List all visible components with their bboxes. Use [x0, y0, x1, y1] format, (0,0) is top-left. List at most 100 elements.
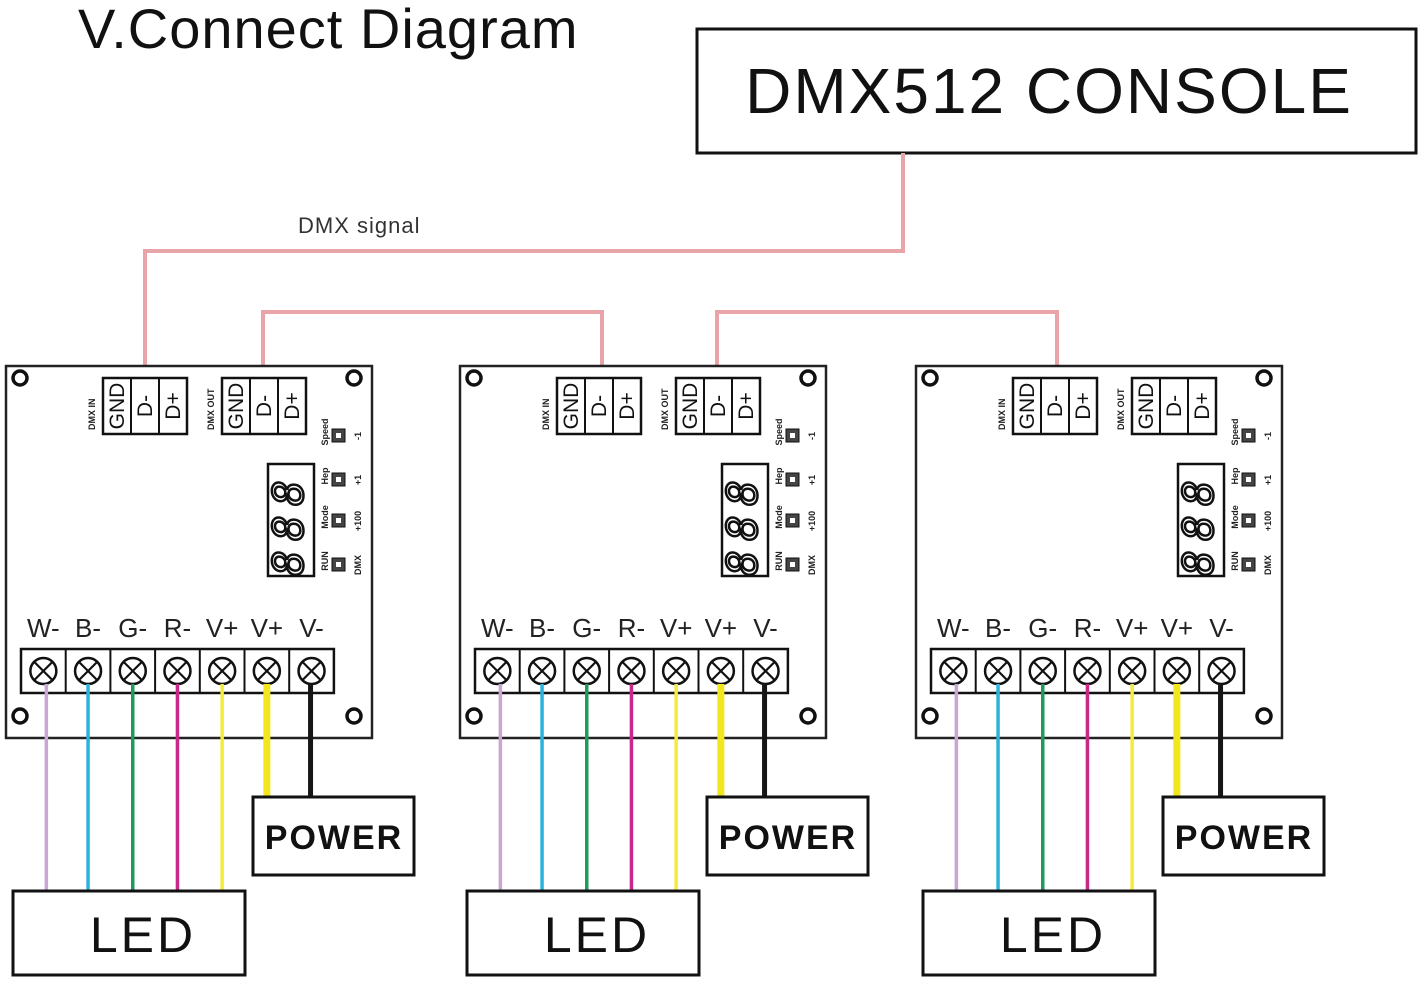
screw-cross	[487, 661, 508, 681]
button-speed[interactable]: Speed-1	[320, 418, 363, 445]
button-speed[interactable]: Speed-1	[1230, 418, 1273, 445]
button-center	[790, 562, 795, 567]
dmx-out-block	[220, 376, 308, 436]
pin-label-dplus: D+	[281, 392, 304, 419]
pin-label-dplus: D+	[1191, 392, 1214, 419]
display-digit: 8	[1174, 480, 1223, 505]
button-name-label: Mode	[774, 505, 784, 529]
terminal-label: V-	[1209, 613, 1234, 643]
button-function-label: +1	[353, 475, 363, 485]
power-box	[251, 795, 416, 877]
mounting-hole-icon	[465, 707, 483, 725]
dmx-in-block	[101, 376, 189, 436]
terminal-screw-icon	[207, 656, 237, 686]
screw-cross	[78, 661, 98, 681]
display-digit: 8	[264, 480, 313, 505]
screw-cross	[532, 661, 552, 681]
pin-label-dminus: D-	[134, 395, 157, 417]
button-hep[interactable]: Hep +1	[1230, 467, 1273, 487]
button-mode[interactable]: Mode+100	[1230, 505, 1273, 531]
seven-segment-display: 8 8 8	[1173, 462, 1226, 578]
terminal-label: V-	[299, 613, 324, 643]
display-digit: 8	[718, 550, 767, 575]
terminal-label: V-	[753, 613, 778, 643]
diagram-title: V.Connect Diagram	[78, 0, 579, 60]
power-supply: POWER	[705, 795, 870, 877]
button-center	[336, 562, 341, 567]
console-box	[695, 27, 1418, 155]
terminal-screw-icon	[706, 656, 736, 686]
button-center	[790, 518, 795, 523]
screw-cross	[122, 661, 143, 681]
terminal-screw-icon	[483, 656, 512, 686]
terminal-screw-icon	[572, 656, 601, 686]
button-mode[interactable]: Mode+100	[320, 505, 363, 531]
dmx-signal-wire-3	[715, 310, 1059, 378]
display-digit: 8	[264, 515, 313, 540]
screw-cross	[1032, 661, 1053, 681]
terminal-label: V+	[1161, 613, 1194, 643]
led-box	[11, 889, 247, 977]
power-supply: POWER	[1161, 795, 1326, 877]
button-name-label: RUN	[774, 551, 784, 571]
screw-cross	[1077, 661, 1098, 681]
terminal-label: V+	[705, 613, 738, 643]
power-label: POWER	[265, 819, 403, 857]
button-mode[interactable]: Mode +100	[774, 505, 817, 531]
terminal-screw-icon	[297, 656, 326, 686]
pin-label-dminus: D-	[253, 395, 276, 417]
button-function-label: +1	[1263, 475, 1273, 485]
pin-label-gnd: GND	[1016, 383, 1039, 430]
display-frame	[1176, 462, 1226, 578]
button-hep[interactable]: Hep+1	[774, 467, 817, 487]
button-function-label: +1	[807, 475, 817, 485]
display-frame	[266, 462, 316, 578]
display-digit: 8	[1174, 550, 1223, 575]
button-hep[interactable]: Hep +1	[320, 467, 363, 487]
screw-cross	[988, 661, 1008, 681]
button-name-label: Hep	[1230, 467, 1240, 485]
terminal-screw-icon	[661, 656, 691, 686]
mounting-hole-icon	[799, 707, 817, 725]
screw-cross	[711, 661, 731, 681]
led-strip: LED	[11, 889, 247, 977]
power-label: POWER	[1175, 819, 1313, 857]
button-center	[336, 433, 341, 438]
terminal-screw-icon	[1207, 656, 1236, 686]
pin-label-gnd: GND	[106, 383, 129, 430]
terminal-label: R-	[1074, 613, 1101, 643]
seven-segment-display: 888	[717, 462, 770, 578]
button-name-label: Hep	[320, 467, 330, 485]
pin-label-dplus: D+	[1072, 392, 1095, 419]
button-speed[interactable]: Speed-1	[774, 418, 817, 445]
dmx-in-label: DMX IN	[87, 399, 97, 431]
screw-cross	[1122, 661, 1142, 681]
mounting-hole-icon	[1255, 369, 1273, 387]
display-digit: 8	[1174, 515, 1223, 540]
terminal-label: W-	[481, 613, 514, 643]
power-supply: POWER	[251, 795, 416, 877]
terminal-label: V+	[660, 613, 693, 643]
screw-cross	[257, 661, 277, 681]
terminal-label: W-	[937, 613, 970, 643]
terminal-label: G-	[1028, 613, 1057, 643]
button-center	[1246, 562, 1251, 567]
terminal-label: B-	[985, 613, 1011, 643]
pin-label-dplus: D+	[162, 392, 185, 419]
button-name-label: Mode	[320, 505, 330, 529]
led-label: LED	[544, 907, 650, 963]
button-name-label: Speed	[320, 418, 330, 445]
pin-label-dminus: D-	[707, 395, 730, 417]
dmx-in-label: DMX IN	[997, 399, 1007, 431]
button-function-label: +100	[807, 511, 817, 531]
pin-label-dplus: D+	[735, 392, 758, 419]
button-function-label: -1	[1263, 432, 1273, 440]
